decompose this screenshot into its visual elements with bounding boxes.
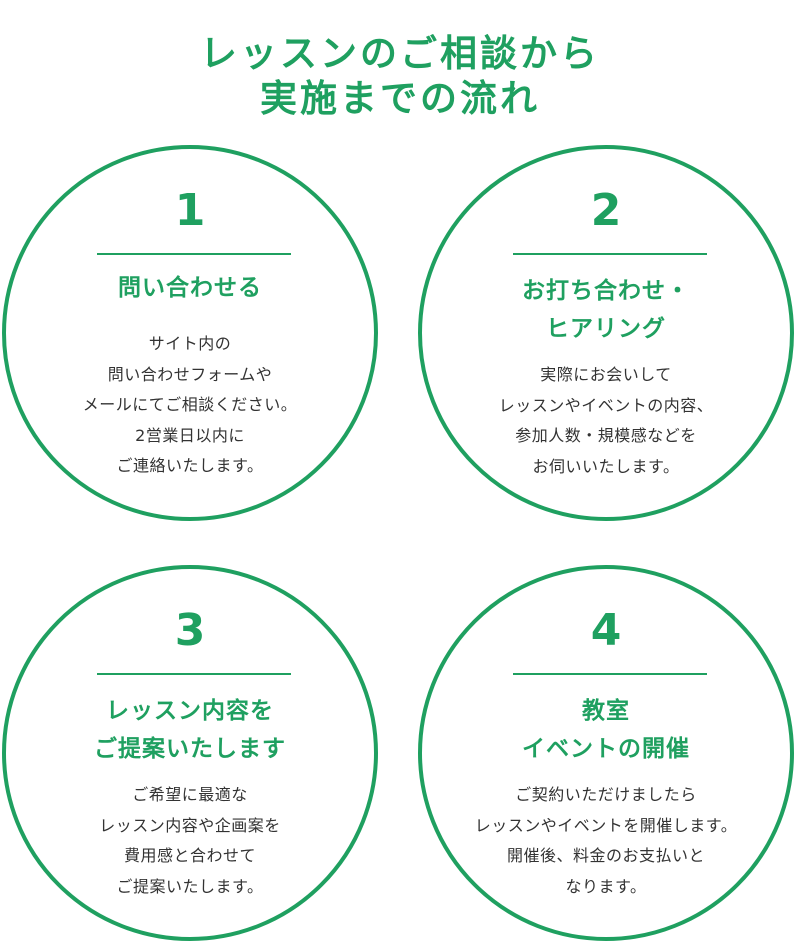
step-1-description: サイト内の 問い合わせフォームや メールにてご相談ください。 2営業日以内に ご… xyxy=(82,334,298,475)
step-2-description: 実際にお会いして レッスンやイベントの内容、 参加人数・規模感などを お伺いいた… xyxy=(498,365,714,476)
step-3-heading: レッスン内容を ご提案いたします xyxy=(94,698,286,762)
step-4-heading: 教室 イベントの開催 xyxy=(522,698,690,762)
step-1-heading: 問い合わせる xyxy=(118,275,262,301)
step-2-number: 2 xyxy=(590,185,622,236)
step-2-divider xyxy=(513,253,707,255)
step-4-divider xyxy=(513,673,707,675)
step-2-heading: お打ち合わせ・ ヒアリング xyxy=(522,278,690,342)
page-title-line-2: 実施までの流れ xyxy=(260,77,540,120)
page-title-line-1: レッスンのご相談から xyxy=(200,31,600,75)
step-3-number: 3 xyxy=(174,605,206,656)
step-1-divider xyxy=(97,253,291,255)
step-3-description: ご希望に最適な レッスン内容や企画案を 費用感と合わせて ご提案いたします。 xyxy=(99,785,281,896)
step-4-description: ご契約いただけましたら レッスンやイベントを開催します。 開催後、料金のお支払い… xyxy=(474,785,738,896)
step-1-circle: 1 問い合わせる サイト内の 問い合わせフォームや メールにてご相談ください。 … xyxy=(2,145,378,521)
step-4-number: 4 xyxy=(590,605,622,656)
step-3-divider xyxy=(97,673,291,675)
step-3-circle: 3 レッスン内容を ご提案いたします ご希望に最適な レッスン内容や企画案を 費… xyxy=(2,565,378,941)
step-2-circle: 2 お打ち合わせ・ ヒアリング 実際にお会いして レッスンやイベントの内容、 参… xyxy=(418,145,794,521)
step-1-number: 1 xyxy=(174,185,206,236)
step-4-circle: 4 教室 イベントの開催 ご契約いただけましたら レッスンやイベントを開催します… xyxy=(418,565,794,941)
